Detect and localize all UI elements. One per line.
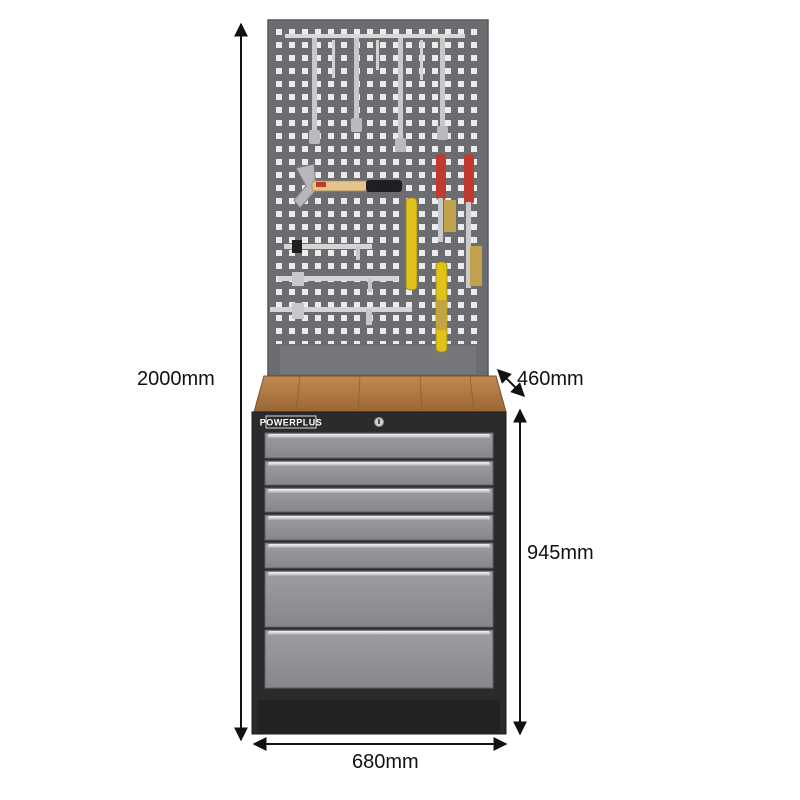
hook-long-3 xyxy=(398,38,403,148)
lock-icon xyxy=(374,417,384,427)
wire-brush-red-2 xyxy=(464,154,482,288)
hook-long-4 xyxy=(440,38,445,138)
arrow-depth xyxy=(497,369,525,397)
drawer-6 xyxy=(264,570,494,628)
rail-3 xyxy=(270,307,412,312)
hammer-icon xyxy=(293,163,402,209)
hook-long-1 xyxy=(312,38,317,143)
drawer-cabinet: POWERPLUS xyxy=(251,411,507,735)
dimension-height-lower: 945mm xyxy=(527,542,594,564)
wire-brush-yellow-2 xyxy=(435,261,448,353)
rail-1 xyxy=(284,244,372,249)
rail-2 xyxy=(278,276,398,281)
wire-brush-yellow-1 xyxy=(405,197,418,291)
drawers xyxy=(264,432,494,689)
drawer-7 xyxy=(264,629,494,689)
brand-plate: POWERPLUS xyxy=(260,415,323,429)
drawer-handle-4 xyxy=(268,516,490,521)
dimension-height-total: 2000mm xyxy=(137,368,215,390)
drawer-handle-6 xyxy=(268,572,490,577)
drawer-handle-2 xyxy=(268,462,490,467)
wire-brush-red-1 xyxy=(436,154,456,242)
drawer-handle-3 xyxy=(268,489,490,494)
dimension-depth: 460mm xyxy=(517,368,584,390)
hook-long-2 xyxy=(354,38,359,128)
drawer-handle-7 xyxy=(268,631,490,636)
pegboard-hooks xyxy=(285,34,465,152)
drawer-handle-5 xyxy=(268,544,490,549)
drawer-handle-1 xyxy=(268,434,490,439)
dimension-width: 680mm xyxy=(352,751,419,773)
worktop xyxy=(253,375,507,413)
dimension-arrows xyxy=(234,22,527,751)
tool-rails xyxy=(270,240,412,325)
brand-logo-text: POWERPLUS xyxy=(260,418,323,428)
